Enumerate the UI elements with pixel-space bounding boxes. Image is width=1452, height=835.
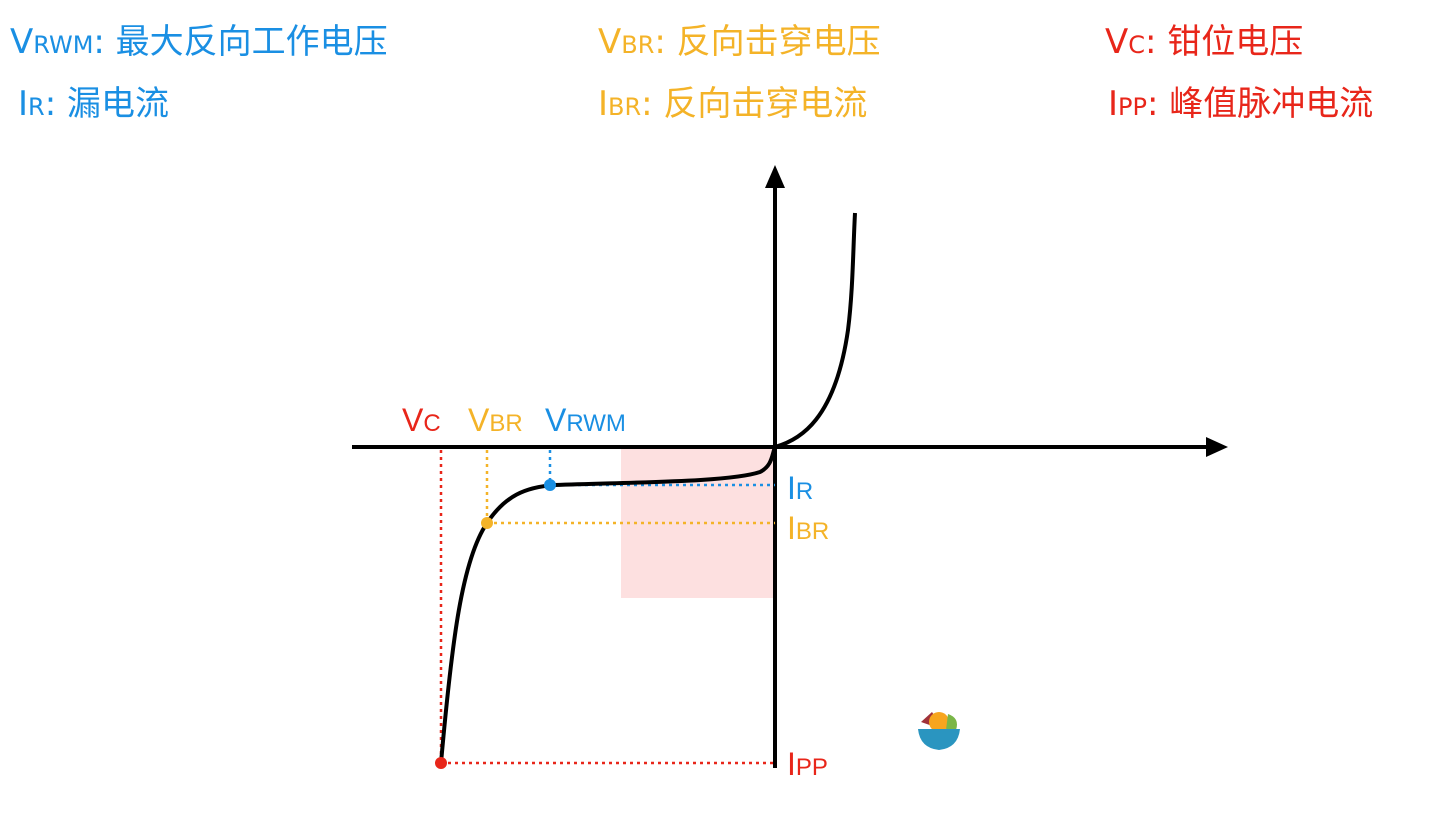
label-ipp: IPP <box>787 746 828 786</box>
legend-vbr: VBR: 反向击穿电压 <box>598 22 881 65</box>
legend-text: : 漏电流 <box>44 84 169 124</box>
legend-text: : 反向击穿电压 <box>654 22 881 62</box>
legend-symbol: I <box>18 84 29 124</box>
legend-subscript: BR <box>608 93 642 121</box>
label-symbol: I <box>787 746 796 782</box>
legend-symbol: I <box>598 84 609 124</box>
label-vrwm: VRWM <box>545 402 626 442</box>
legend-subscript: R <box>28 93 45 121</box>
legend-text: : 最大反向工作电压 <box>93 22 388 62</box>
label-symbol: I <box>787 470 796 506</box>
label-subscript: R <box>795 478 814 505</box>
legend-symbol: V <box>10 22 34 62</box>
y-axis-arrow-icon <box>765 165 785 188</box>
legend-text: : 钳位电压 <box>1145 22 1304 62</box>
label-symbol: V <box>545 402 567 438</box>
label-symbol: V <box>468 402 490 438</box>
iv-curve <box>439 212 857 764</box>
legend-subscript: BR <box>621 31 655 59</box>
label-subscript: BR <box>489 410 523 437</box>
legend-ibr: IBR: 反向击穿电流 <box>598 84 867 127</box>
label-symbol: I <box>787 510 796 546</box>
legend-symbol: V <box>598 22 622 62</box>
vrwm-point <box>544 479 556 491</box>
label-subscript: BR <box>795 518 830 545</box>
legend-symbol: I <box>1108 84 1119 124</box>
fruit-bowl-icon <box>918 712 960 750</box>
label-subscript: RWM <box>566 410 626 437</box>
legend-vrwm: VRWM: 最大反向工作电压 <box>10 22 388 65</box>
label-symbol: V <box>402 402 424 438</box>
x-axis-arrow-icon <box>1206 437 1228 457</box>
vc-point <box>435 757 447 769</box>
legend-text: : 峰值脉冲电流 <box>1146 84 1374 124</box>
vbr-point <box>481 517 493 529</box>
label-subscript: PP <box>795 754 828 781</box>
label-ibr: IBR <box>787 510 829 550</box>
label-vc: VC <box>402 402 441 442</box>
legend-ir: IR: 漏电流 <box>18 84 169 127</box>
legend-subscript: PP <box>1118 93 1147 121</box>
legend-vc: VC: 钳位电压 <box>1105 22 1303 65</box>
legend-subscript: C <box>1128 31 1146 59</box>
legend-subscript: RWM <box>33 31 94 59</box>
label-vbr: VBR <box>468 402 523 442</box>
label-ir: IR <box>787 470 813 510</box>
label-subscript: C <box>423 410 441 437</box>
legend-text: : 反向击穿电流 <box>641 84 868 124</box>
legend-symbol: V <box>1105 22 1129 62</box>
legend-ipp: IPP: 峰值脉冲电流 <box>1108 84 1373 127</box>
